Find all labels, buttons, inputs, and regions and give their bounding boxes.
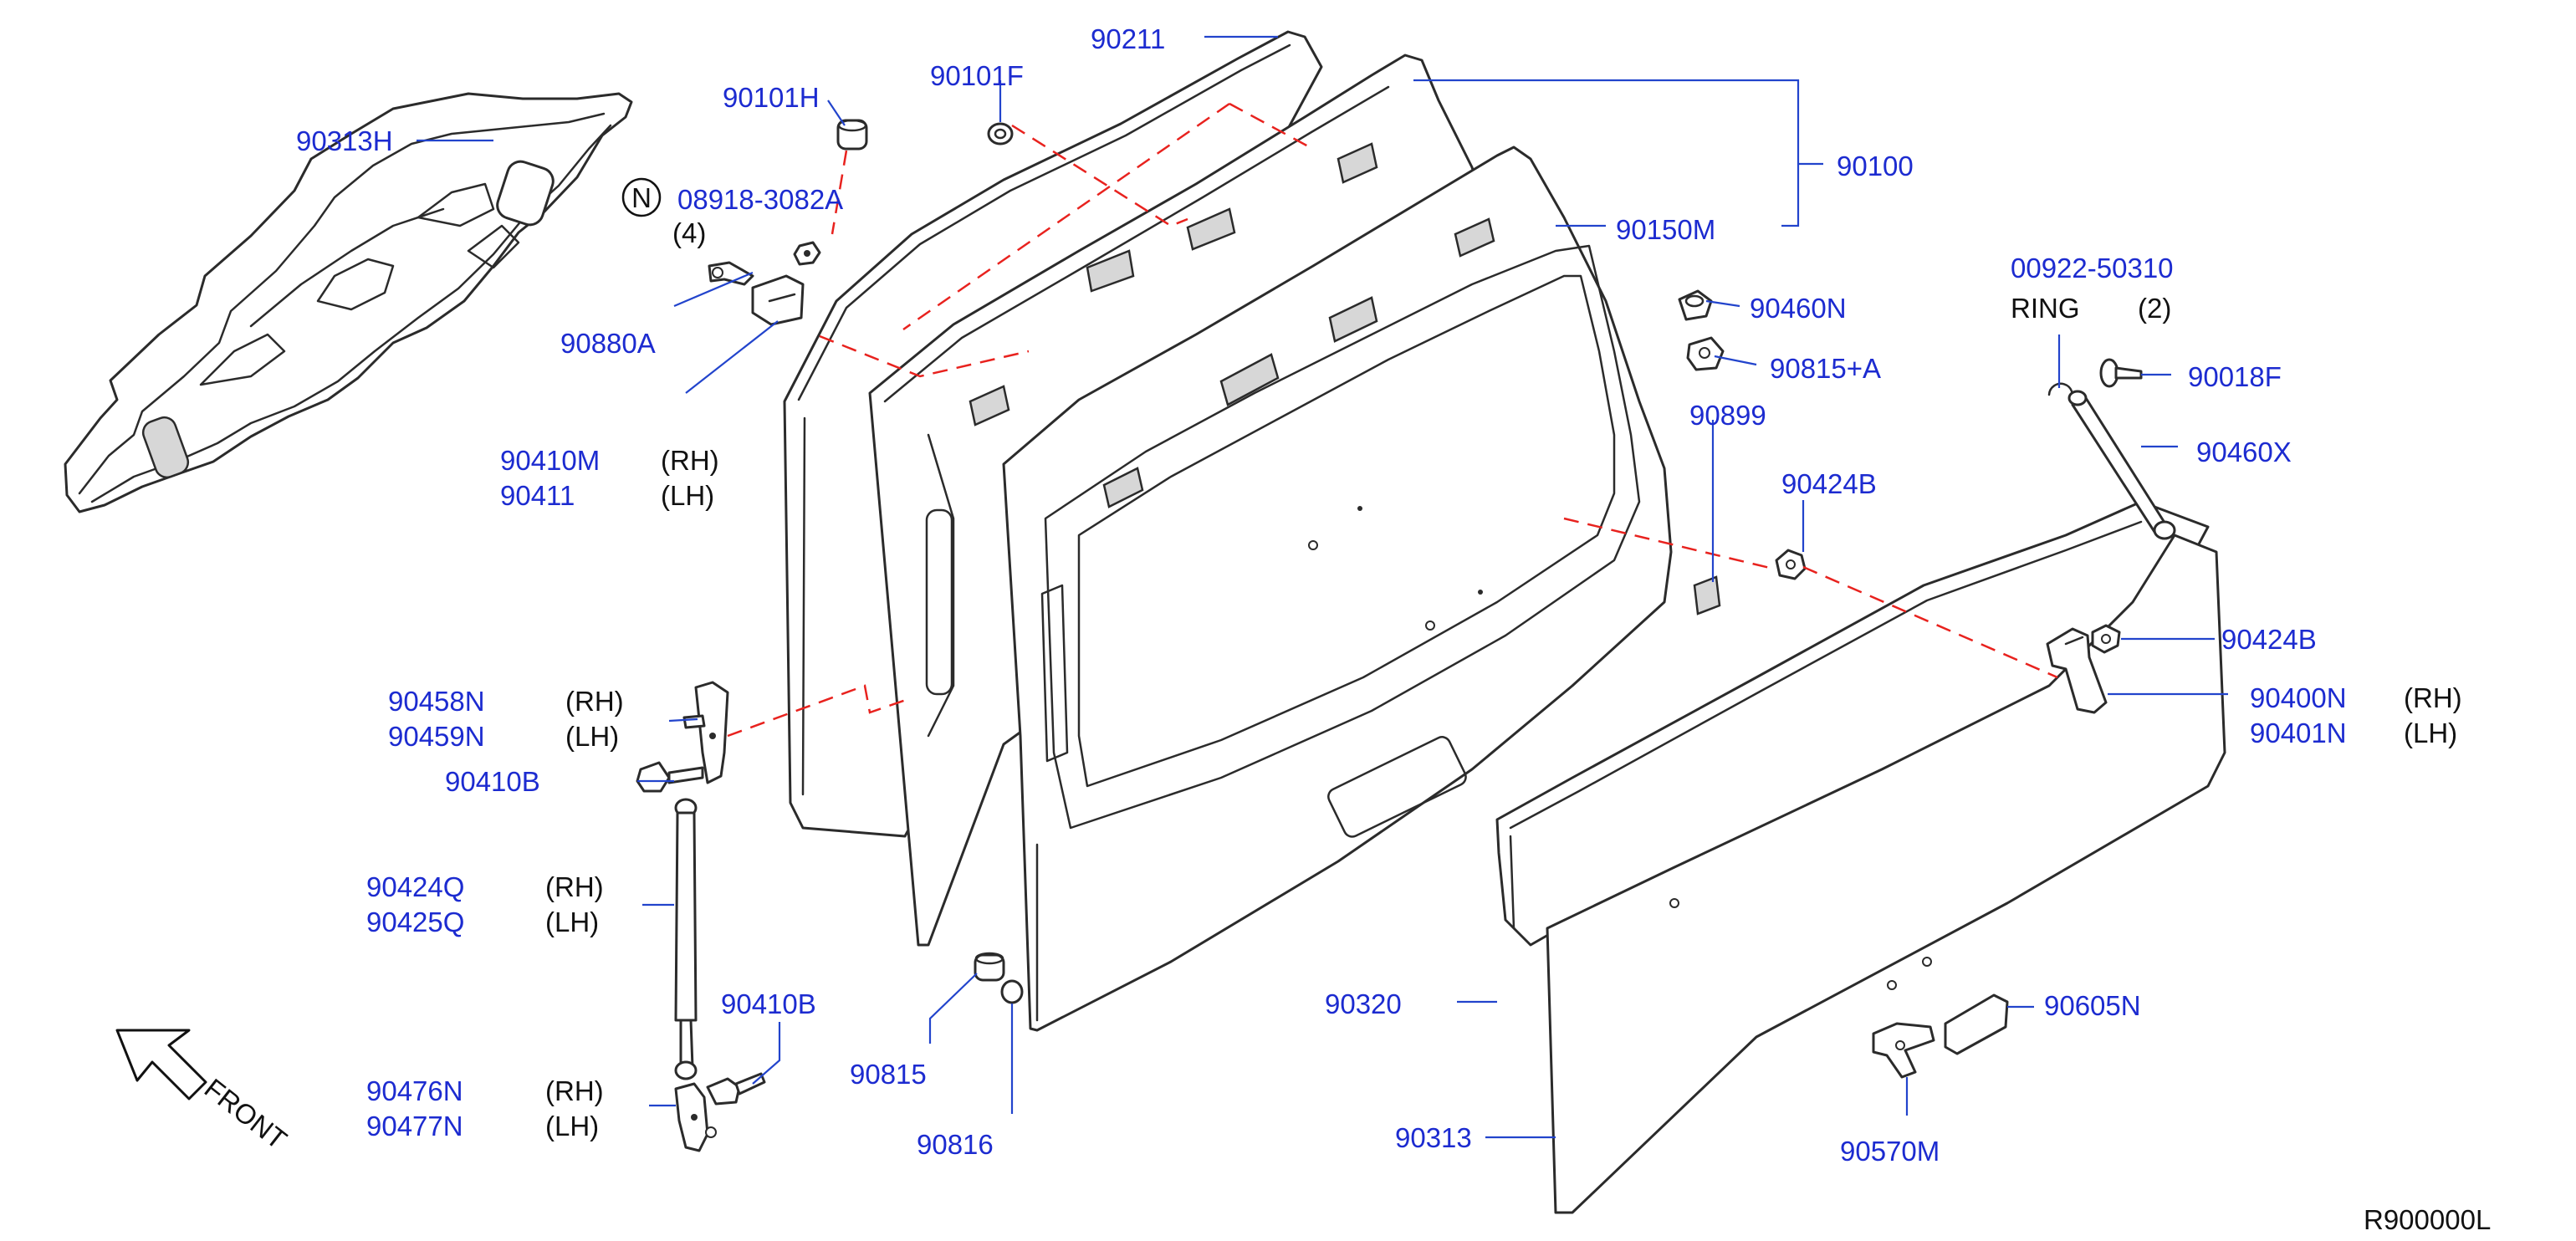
label-90101F: 90101F: [930, 60, 1024, 91]
label-90400N: 90400N: [2250, 682, 2347, 713]
label-rh-3: (RH): [565, 686, 624, 717]
bolt-90410B-upper: [636, 761, 704, 793]
bolt-90410B-lower: [706, 1072, 766, 1106]
diagram-code: R900000L: [2364, 1204, 2491, 1235]
label-90424B-lower: 90424B: [2221, 624, 2317, 655]
label-rh-2: (RH): [2404, 682, 2462, 713]
label-90880A: 90880A: [560, 328, 656, 359]
cap-90816: [1000, 979, 1024, 1004]
label-90410B-lower: 90410B: [721, 988, 816, 1019]
callouts: 90313H 90101H 90101F 90211 90100 90150M …: [296, 23, 2491, 1235]
n-symbol: N: [621, 177, 662, 217]
label-90815-plus-A: 90815+A: [1770, 353, 1881, 384]
leader-lines: [417, 35, 2228, 1139]
label-90411: 90411: [500, 480, 575, 511]
label-90815: 90815: [850, 1059, 927, 1090]
label-90401N: 90401N: [2250, 718, 2347, 748]
trim-panel-90313H: [64, 92, 633, 513]
bumper-90815: [974, 952, 1005, 982]
bolt-90880A: [708, 261, 754, 286]
label-90101H: 90101H: [723, 82, 820, 113]
label-lh-1: (LH): [661, 480, 714, 511]
label-qty-2: (2): [2138, 293, 2171, 324]
door-strut-90424Q: [674, 798, 698, 1080]
label-90460N: 90460N: [1750, 293, 1847, 324]
label-90477N: 90477N: [366, 1111, 463, 1141]
assembly-lines: [727, 102, 2058, 738]
cap-90815A: [1686, 336, 1725, 371]
label-90899: 90899: [1689, 400, 1766, 431]
label-00922-50310: 00922-50310: [2011, 253, 2174, 283]
label-lh-3: (LH): [565, 721, 619, 752]
glass-strut-90460X: [2067, 390, 2176, 540]
label-90476N: 90476N: [366, 1075, 463, 1106]
label-lh-5: (LH): [545, 1111, 599, 1141]
label-90424B-upper: 90424B: [1781, 468, 1877, 499]
label-90410M: 90410M: [500, 445, 600, 476]
label-ring: RING: [2011, 293, 2080, 324]
label-90816: 90816: [917, 1129, 994, 1160]
handle-90605N: [1944, 993, 2009, 1055]
label-90100: 90100: [1837, 151, 1914, 181]
label-90570M: 90570M: [1840, 1136, 1940, 1167]
hinge-90410M: [751, 274, 805, 326]
front-label: FRONT: [199, 1072, 293, 1155]
inner-door-frame-90150M: [1002, 146, 1673, 1032]
label-rh-4: (RH): [545, 871, 604, 902]
front-arrow: FRONT: [115, 1029, 293, 1155]
pin-90018F: [2099, 358, 2143, 388]
label-90899: [1693, 575, 1721, 615]
label-90458N: 90458N: [388, 686, 485, 717]
label-90425Q: 90425Q: [366, 906, 464, 937]
bumper-90101H: [836, 119, 868, 151]
label-90459N: 90459N: [388, 721, 485, 752]
label-08918-3082A: 08918-3082A: [677, 184, 843, 215]
n-symbol-text: N: [631, 182, 652, 213]
clip-90460N: [1678, 289, 1713, 321]
nut-08918-3082A: [793, 241, 821, 266]
label-90410B-upper: 90410B: [445, 766, 540, 797]
bracket-90458N: [682, 681, 729, 784]
label-90424Q: 90424Q: [366, 871, 464, 902]
bracket-90476N: [674, 1082, 717, 1152]
glass-hinge-90400N: [2046, 627, 2108, 714]
label-90320: 90320: [1325, 988, 1402, 1019]
label-lh-4: (LH): [545, 906, 599, 937]
back-glass-90313: [1546, 534, 2226, 1214]
nut-90424B: [2091, 624, 2121, 654]
label-90018F: 90018F: [2188, 361, 2282, 392]
label-90605N: 90605N: [2044, 990, 2141, 1021]
label-90460X: 90460X: [2196, 437, 2292, 467]
label-90313: 90313: [1395, 1122, 1472, 1153]
label-90313H: 90313H: [296, 125, 393, 156]
label-qty-4: (4): [672, 217, 706, 248]
label-rh-1: (RH): [661, 445, 719, 476]
label-lh-2: (LH): [2404, 718, 2457, 748]
label-90211: 90211: [1091, 23, 1165, 54]
label-90150M: 90150M: [1616, 214, 1715, 245]
grommet-90101F: [987, 122, 1014, 146]
latch-90570M: [1872, 1022, 1935, 1079]
grommet-90424B: [1775, 549, 1807, 580]
label-rh-5: (RH): [545, 1075, 604, 1106]
